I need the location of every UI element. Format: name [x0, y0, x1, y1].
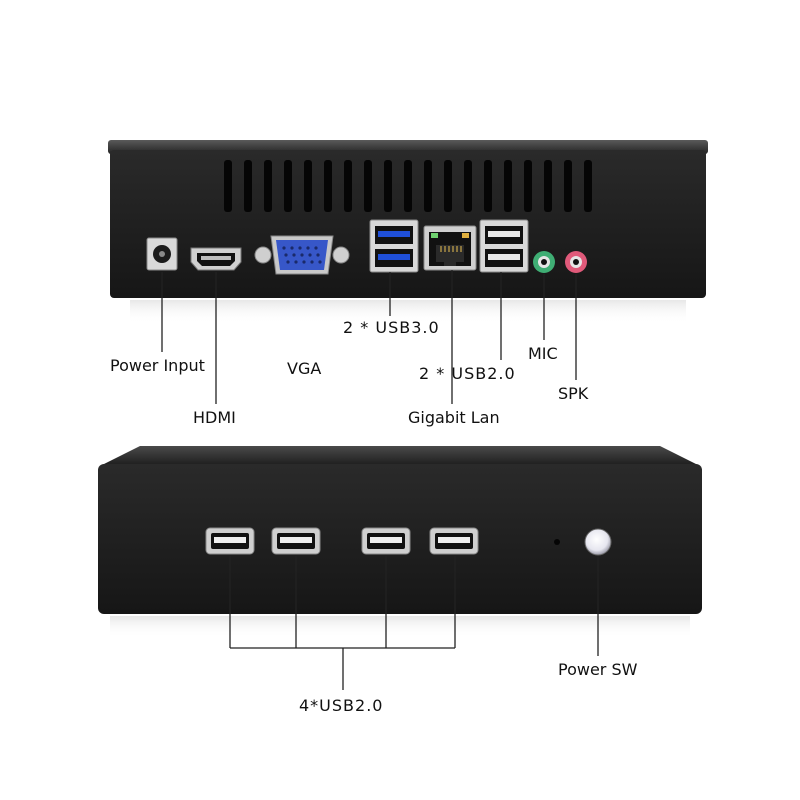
label-mic: MIC — [528, 344, 558, 363]
label-spk: SPK — [558, 384, 589, 403]
label-power-sw: Power SW — [558, 660, 638, 679]
label-power-input: Power Input — [110, 356, 205, 375]
ethernet-port-icon — [423, 225, 477, 271]
dc-power-jack-icon — [146, 237, 178, 271]
power-button-icon — [584, 528, 612, 556]
label-vga: VGA — [287, 359, 322, 378]
mic-jack-icon — [533, 251, 555, 273]
front-usb-port-icon — [271, 527, 321, 555]
label-front-usb: 4*USB2.0 — [299, 696, 384, 715]
vga-port-icon — [254, 235, 350, 275]
speaker-jack-icon — [565, 251, 587, 273]
status-led-icon — [554, 539, 560, 545]
label-hdmi: HDMI — [193, 408, 236, 427]
front-usb-port-icon — [429, 527, 479, 555]
front-usb-port-icon — [361, 527, 411, 555]
front-leader-lines — [229, 556, 599, 690]
label-gigabit-lan: Gigabit Lan — [408, 408, 500, 427]
label-usb3: 2 * USB3.0 — [343, 318, 440, 337]
usb2-rear-ports-icon — [479, 219, 529, 273]
front-panel-device — [98, 446, 702, 638]
usb3-ports-icon — [369, 219, 419, 273]
front-usb-port-icon — [205, 527, 255, 555]
vent-slots — [224, 160, 592, 212]
rear-leader-lines — [161, 270, 577, 404]
rear-reflection — [130, 300, 686, 324]
hdmi-port-icon — [190, 247, 242, 271]
rear-panel-device — [108, 140, 708, 324]
front-reflection — [110, 616, 690, 638]
label-usb2-rear: 2 * USB2.0 — [419, 364, 516, 383]
